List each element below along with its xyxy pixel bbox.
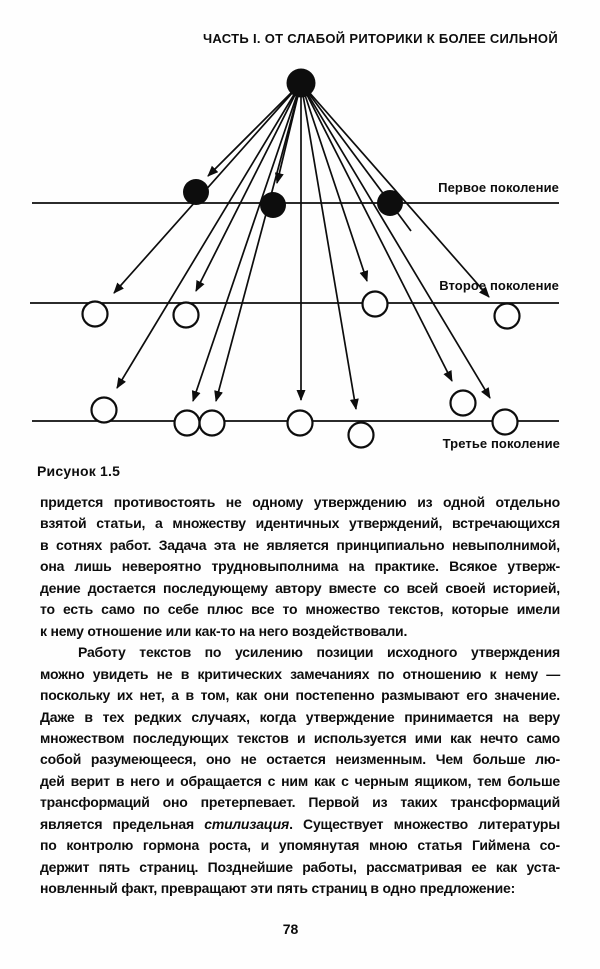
white-statement-nodes [81,290,521,449]
body-text-line: множеством последующих текстов и использ… [40,729,560,746]
citation-arrow [300,82,453,382]
body-text-line: она лишь невероятно трудновыполнима на п… [40,558,560,575]
body-text-line: Работу текстов по усилению позиции исход… [78,644,560,661]
generation-label-third: Третье поколение [442,436,560,451]
white-node [491,408,519,436]
body-text-line: взятой статьи, а множеству идентичных ут… [40,515,560,532]
citation-arrow [214,82,302,402]
white-node [90,396,118,424]
citation-arrow [300,82,491,399]
body-text-line: в сотнях работ. Задача эта не является п… [40,536,560,553]
arrow-fan [113,82,491,410]
body-text-line: собой разумеющееся, оно не остается неиз… [40,751,560,768]
white-node [449,389,477,417]
white-node [172,301,200,329]
italic-term: стилизация [204,815,290,832]
black-node [377,190,403,216]
body-text-line: то есть само по себе плюс все то множест… [40,601,560,618]
origin-node [286,68,316,98]
body-text-line: трансформаций оно претерпевает. Первой и… [40,794,560,811]
citation-arrow [300,82,369,282]
figure-caption: Рисунок 1.5 [37,463,121,479]
generation-lines [30,202,559,422]
citation-arrow [191,82,302,402]
citation-arrow [207,82,302,177]
body-text-line: является предельная стилизация. Существу… [40,814,560,835]
black-statement-nodes [183,68,403,218]
citation-arrow [195,82,302,292]
citation-arrow [116,82,302,389]
body-text-line: можно увидеть не в критических замечания… [40,665,560,682]
body-text-line: дей верит в него и обращается с ним как … [40,772,560,789]
white-node [286,409,314,437]
generation-label-second: Второе поколение [439,278,559,293]
body-text-span: является предельная [40,815,205,832]
body-text-line: поскольку их нет, а в том, как они посте… [40,687,560,704]
white-node [347,421,375,449]
body-text-line: Даже в тех редких случаях, когда утвержд… [40,708,560,725]
figure-diagram [30,68,559,449]
white-node [493,302,521,330]
body-text: придется противостоять не одному утвержд… [40,492,560,900]
white-node [361,290,389,318]
white-node [81,300,109,328]
body-text-span: . Существует множество литературы [289,815,560,832]
body-text-line: придется противостоять не одному утвержд… [40,494,560,510]
black-node [260,192,286,218]
body-text-line: к нему отношение или как-то на него возд… [40,622,408,639]
citation-arrow [300,82,359,410]
white-node [198,409,226,437]
page-number: 78 [282,921,299,937]
black-node [183,179,209,205]
body-text-line: по контролю гормона роста, и упомянутая … [40,837,560,854]
citation-arrow [300,82,490,298]
body-text-line: новленный факт, превращают эти пять стра… [40,880,516,897]
running-header: ЧАСТЬ I. ОТ СЛАБОЙ РИТОРИКИ К БОЛЕЕ СИЛЬ… [203,31,558,46]
generation-label-first: Первое поколение [438,180,559,195]
white-node [173,409,201,437]
body-text-line: дение достается последующему автору вмес… [40,579,560,596]
body-text-line: держит пять страниц. Позднейшие работы, … [40,858,560,875]
